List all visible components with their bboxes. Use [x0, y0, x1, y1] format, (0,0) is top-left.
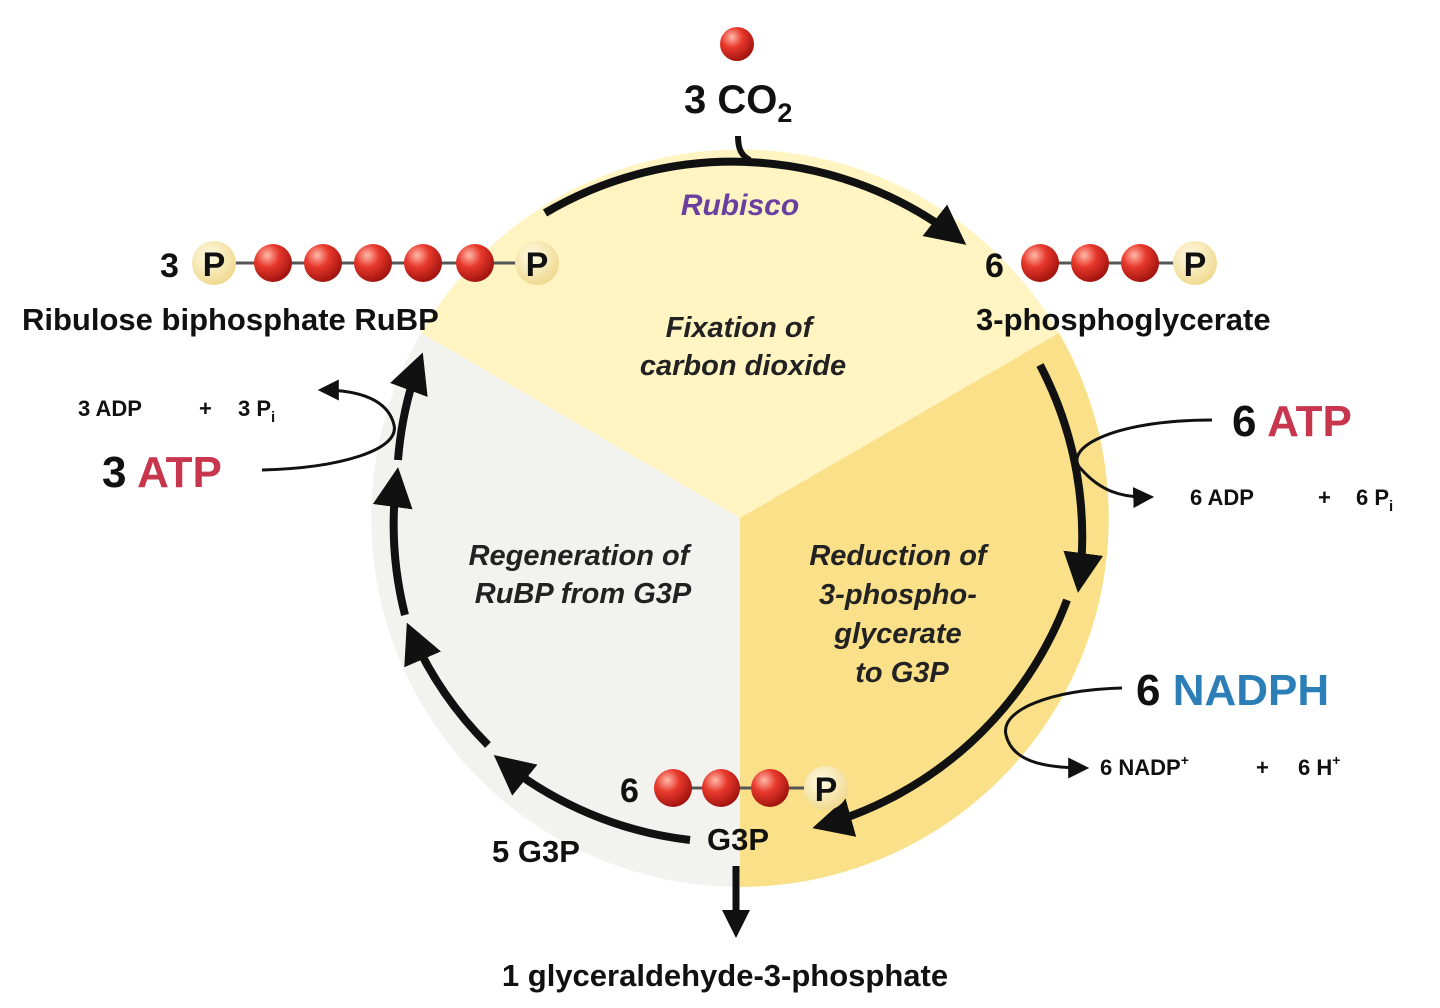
- reduction-adp-label: 6 ADP: [1190, 485, 1254, 510]
- nadph-arrow: [1004, 686, 1123, 779]
- regeneration-g3p-label: 5 G3P: [492, 834, 580, 869]
- pga-count: 6: [985, 247, 1004, 285]
- pga-name: 3-phosphoglycerate: [976, 302, 1271, 337]
- ring-arrow-top: [542, 157, 967, 245]
- h-ion-label: 6 H+: [1298, 752, 1340, 780]
- g3p-molecule: 6 P G3P: [620, 766, 848, 857]
- rubp-phosphate-right-label: P: [526, 246, 549, 284]
- ring-arrow-left-upper: [390, 352, 428, 461]
- regeneration-pi-label: 3 Pi: [238, 396, 275, 426]
- nadph-label: 6 NADPH: [1136, 666, 1329, 715]
- pga-molecule: 6 P 3-phosphoglycerate: [976, 241, 1271, 337]
- reduction-sector: [740, 333, 1109, 887]
- regeneration-sector: [371, 333, 740, 887]
- g3p-carbon-ball: [654, 769, 692, 807]
- regeneration-phase-label: Regeneration of RuBP from G3P: [469, 540, 698, 610]
- g3p-count: 6: [620, 772, 639, 810]
- regeneration-atp-arrow: [261, 379, 396, 472]
- rubp-carbon-ball: [254, 244, 292, 282]
- nadph-plus-sign: +: [1256, 755, 1269, 780]
- pga-carbon-ball: [1121, 244, 1159, 282]
- reduction-nadph-input: 6 NADPH 6 NADP+ + 6 H+: [1004, 666, 1340, 780]
- regeneration-atp-input: 3 ATP 3 ADP + 3 Pi: [78, 379, 396, 497]
- g3p-phosphate-label: P: [815, 771, 838, 809]
- g3p-carbon-ball: [702, 769, 740, 807]
- pga-phosphate-label: P: [1184, 246, 1207, 284]
- regeneration-adp-label: 3 ADP: [78, 396, 142, 421]
- rubp-count: 3: [160, 247, 179, 285]
- ring-arrow-right-upper: [1036, 363, 1104, 593]
- fixation-phase-label: Fixation of carbon dioxide: [640, 312, 846, 382]
- reduction-atp-input: 6 ATP 6 ADP + 6 Pi: [1075, 397, 1393, 515]
- rubp-carbon-ball: [404, 244, 442, 282]
- rubp-phosphate-left-label: P: [203, 246, 226, 284]
- cycle-ring: [372, 157, 1104, 844]
- ring-arrow-left-lower: [404, 622, 491, 748]
- reduction-atp-arrow: [1075, 418, 1213, 509]
- rubp-phosphate-left: [192, 241, 236, 285]
- rubp-carbon-ball: [456, 244, 494, 282]
- rubisco-label: Rubisco: [681, 189, 799, 222]
- reduction-pi-label: 6 Pi: [1356, 485, 1393, 515]
- cycle-sectors: [371, 149, 1109, 887]
- reduction-phase-label: Reduction of 3-phospho- glycerate to G3P: [809, 540, 994, 689]
- g3p-carbon-ball: [751, 769, 789, 807]
- rubp-carbon-ball: [304, 244, 342, 282]
- ring-arrow-bottom-left: [493, 754, 691, 844]
- rubp-name: Ribulose biphosphate RuBP: [22, 302, 439, 337]
- reduction-atp-label: 6 ATP: [1232, 397, 1352, 446]
- co2-entry-line: [735, 135, 752, 163]
- regeneration-plus-sign: +: [199, 396, 212, 421]
- reduction-plus-sign: +: [1318, 485, 1331, 510]
- co2-label: 3 CO2: [684, 78, 792, 128]
- nadp-label: 6 NADP+: [1100, 752, 1189, 780]
- fixation-sector: [421, 149, 1059, 518]
- regeneration-atp-label: 3 ATP: [102, 448, 222, 497]
- pga-carbon-ball: [1071, 244, 1109, 282]
- ring-arrow-left-middle: [372, 467, 413, 616]
- ring-arrow-right-lower: [812, 598, 1071, 837]
- output-product-label: 1 glyceraldehyde-3-phosphate: [502, 958, 948, 993]
- output-arrow: [722, 866, 750, 938]
- co2-input: 3 CO2: [684, 27, 792, 163]
- g3p-name: G3P: [707, 822, 769, 857]
- pga-phosphate: [1173, 241, 1217, 285]
- pga-carbon-ball: [1021, 244, 1059, 282]
- rubp-carbon-ball: [354, 244, 392, 282]
- rubp-molecule: 3 P P Ribulose biphosphate RuBP: [22, 241, 559, 337]
- co2-carbon-ball: [720, 27, 754, 61]
- rubp-phosphate-right: [515, 241, 559, 285]
- g3p-phosphate: [804, 766, 848, 810]
